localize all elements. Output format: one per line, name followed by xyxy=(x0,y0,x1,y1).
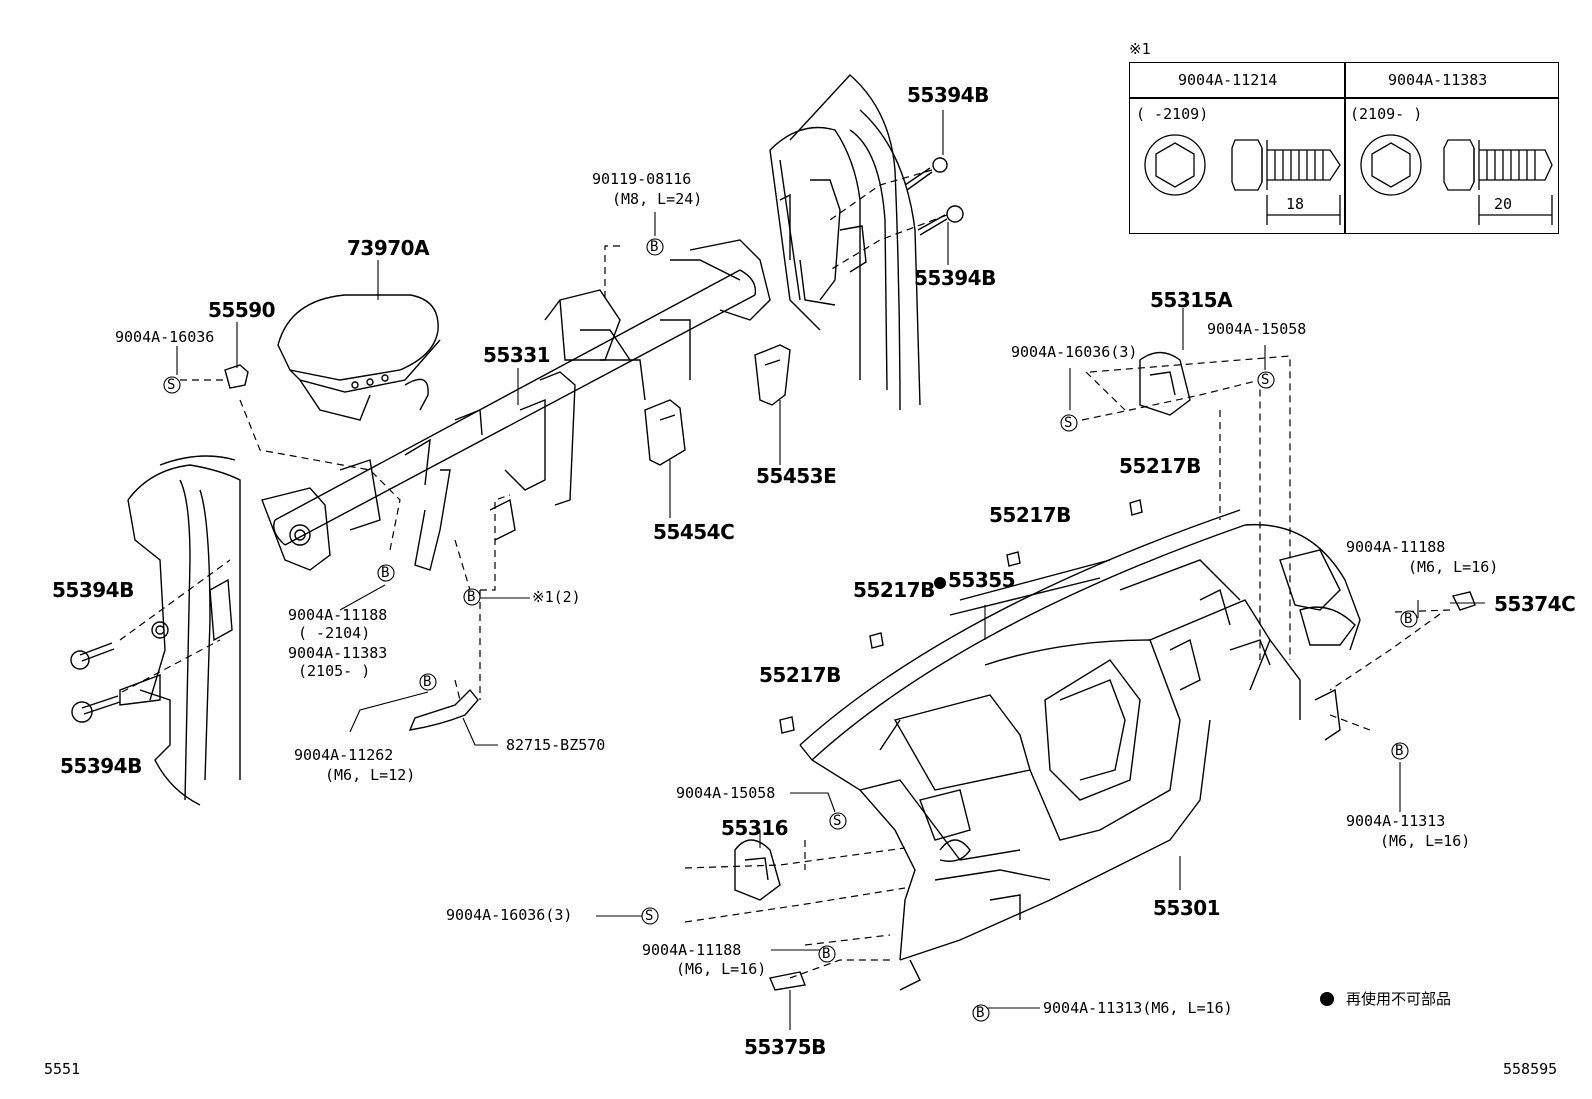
screws xyxy=(70,157,964,723)
part-spec: (M6, L=16) xyxy=(1380,832,1471,850)
clip-55217b-1 xyxy=(1129,499,1143,516)
part-label-82715-bz570: 82715-BZ570 xyxy=(506,736,606,754)
part-spec: (M6, L=12) xyxy=(325,766,416,784)
clip-55217b-4 xyxy=(779,716,795,734)
circled-markers xyxy=(163,238,1418,1022)
part-spec: (M6, L=16) xyxy=(676,960,767,978)
left-body-pillar xyxy=(119,455,241,806)
instrument-panel xyxy=(799,509,1361,991)
part-label-55301: 55301 xyxy=(1153,896,1221,920)
note-reference: ※1(2) xyxy=(532,588,581,606)
bolt-marker: B xyxy=(381,565,390,581)
part-label-55394b: 55394B xyxy=(60,754,142,778)
part-label-90119-08116: 90119-08116 xyxy=(592,170,692,188)
bolt-marker: B xyxy=(467,589,476,605)
bolt-marker: B xyxy=(976,1005,985,1021)
part-label-9004a-11313: 9004A-11313 xyxy=(1346,812,1446,830)
part-label-55217b: 55217B xyxy=(759,663,841,687)
part-label-9004a-11188: 9004A-11188 xyxy=(288,606,388,624)
leader-lines xyxy=(176,110,1485,1030)
filled-markers xyxy=(934,577,1334,1006)
bracket-55374c xyxy=(1451,591,1476,611)
screw-marker: S xyxy=(167,377,176,393)
part-label-9004a-15058: 9004A-15058 xyxy=(676,784,776,802)
legend-non-reusable: 再使用不可部品 xyxy=(1346,990,1452,1008)
screw-marker: S xyxy=(1064,415,1073,431)
table-note-title: ※1 xyxy=(1129,40,1151,58)
right-body-pillar xyxy=(769,74,921,411)
table-length: 20 xyxy=(1494,195,1513,213)
part-label-9004a-11188: 9004A-11188 xyxy=(1346,538,1446,556)
part-label-9004a-11313: 9004A-11313(M6, L=16) xyxy=(1043,999,1233,1017)
part-label-55355: 55355 xyxy=(948,568,1016,592)
screw-marker: S xyxy=(833,813,842,829)
assembly-lines xyxy=(119,169,1451,979)
part-spec: (M6, L=16) xyxy=(1408,558,1499,576)
part-label-73970a: 73970A xyxy=(347,236,430,260)
screw-marker: S xyxy=(645,908,654,924)
part-range: (2105- ) xyxy=(298,662,371,680)
part-label-9004a-16036: 9004A-16036 xyxy=(115,328,215,346)
bolt-marker: B xyxy=(1404,611,1413,627)
table-header: 9004A-11214 xyxy=(1178,71,1278,89)
part-label-55394b: 55394B xyxy=(52,578,134,602)
part-label-55590: 55590 xyxy=(208,298,276,322)
footer-right-code: 558595 xyxy=(1503,1060,1558,1078)
table-range: ( -2109) xyxy=(1136,105,1209,123)
bolt-reference-table: 9004A-11214 9004A-11383 ( -2109) (2109- … xyxy=(1129,62,1559,234)
bolt-marker: B xyxy=(822,946,831,962)
bracket-55454c xyxy=(644,399,686,466)
duct-55315a xyxy=(1139,351,1191,416)
table-range: (2109- ) xyxy=(1350,105,1423,123)
part-label-55394b: 55394B xyxy=(914,266,996,290)
bracket-82715 xyxy=(408,688,479,731)
part-label-9004a-16036-3: 9004A-16036(3) xyxy=(1011,343,1138,361)
part-label-55217b: 55217B xyxy=(989,503,1071,527)
part-label-9004a-11383: 9004A-11383 xyxy=(288,644,388,662)
table-length: 18 xyxy=(1286,195,1305,213)
part-label-55316: 55316 xyxy=(721,816,789,840)
clip-55217b-3 xyxy=(869,632,884,649)
footer-left-code: 5551 xyxy=(44,1060,81,1078)
table-header: 9004A-11383 xyxy=(1388,71,1488,89)
part-label-9004a-16036-3: 9004A-16036(3) xyxy=(446,906,573,924)
part-label-9004a-11188: 9004A-11188 xyxy=(642,941,742,959)
part-label-55454c: 55454C xyxy=(653,520,735,544)
bolt-marker: B xyxy=(650,239,659,255)
part-range: ( -2104) xyxy=(298,624,371,642)
bolt-marker: B xyxy=(1395,743,1404,759)
airbag-module xyxy=(277,294,441,421)
part-label-55394b: 55394B xyxy=(907,83,989,107)
screw-marker: S xyxy=(1261,372,1270,388)
part-label-9004a-15058: 9004A-15058 xyxy=(1207,320,1307,338)
part-label-55453e: 55453E xyxy=(756,464,837,488)
part-label-55315a: 55315A xyxy=(1150,288,1233,312)
bracket-55590 xyxy=(224,364,249,389)
steering-support-beam xyxy=(261,239,771,571)
bolt-table-drawings xyxy=(1144,134,1553,225)
part-spec: (M8, L=24) xyxy=(612,190,703,208)
duct-55316 xyxy=(734,839,781,901)
bracket-55453e xyxy=(754,344,791,406)
bolt-marker: B xyxy=(423,674,432,690)
bracket-55375b xyxy=(769,971,806,991)
part-label-55217b: 55217B xyxy=(1119,454,1201,478)
part-label-55331: 55331 xyxy=(483,343,551,367)
part-label-9004a-11262: 9004A-11262 xyxy=(294,746,394,764)
clip-55217b-2 xyxy=(1006,551,1021,567)
part-label-55217b: 55217B xyxy=(853,578,935,602)
part-label-55375b: 55375B xyxy=(744,1035,826,1059)
part-label-55374c: 55374C xyxy=(1494,592,1576,616)
